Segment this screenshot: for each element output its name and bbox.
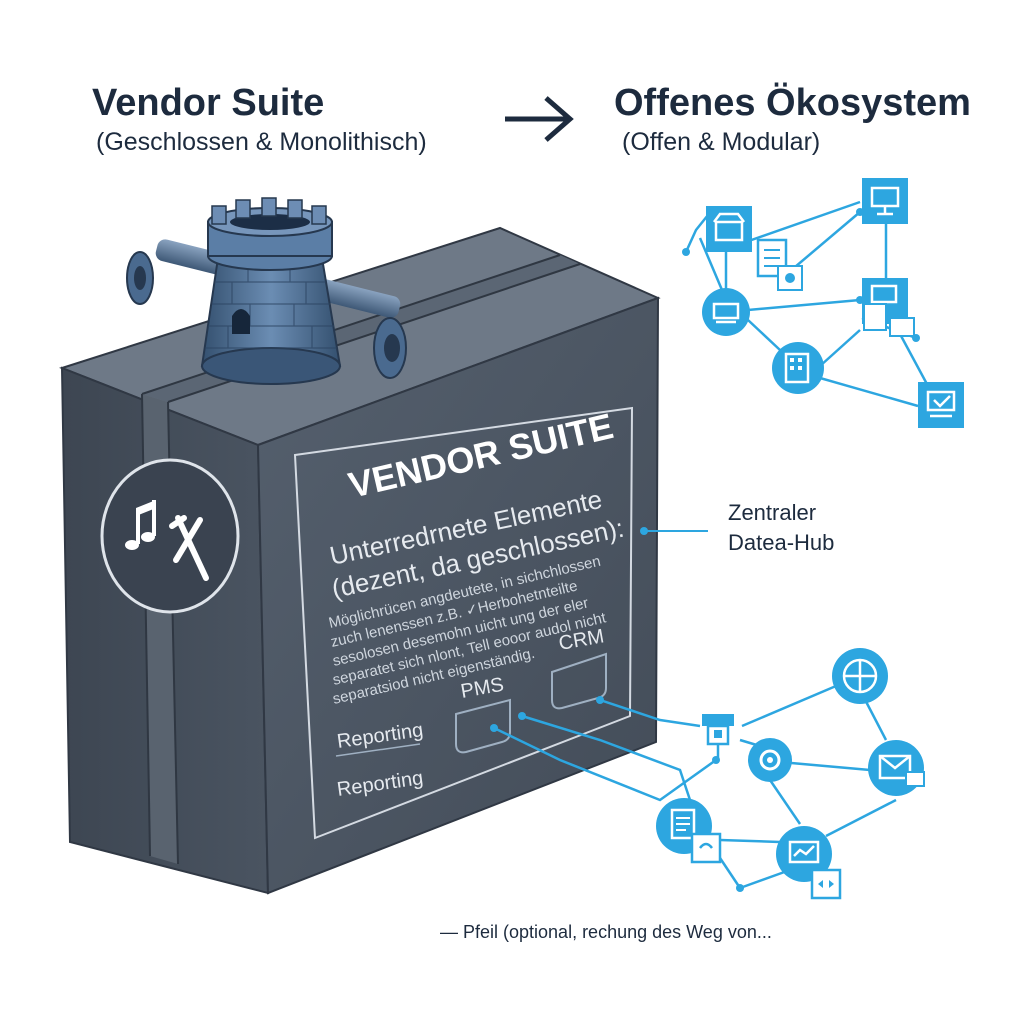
arrow-right-icon [505, 96, 574, 142]
server-icon [702, 714, 734, 746]
hub-label: Zentraler Datea-Hub [728, 498, 888, 558]
ecosystem-network-bottom [490, 648, 925, 900]
right-heading: Offenes Ökosystem [614, 82, 971, 124]
hub-label-line2: Datea-Hub [728, 530, 835, 555]
storefront-icon [706, 206, 752, 252]
server-icon [702, 288, 750, 336]
hub-connector [640, 527, 708, 535]
monitor-icon [862, 178, 908, 224]
chart-icon [776, 826, 842, 900]
box-front-text: VENDOR SUITE Unterredrnete Elemente (dez… [327, 405, 626, 708]
ecosystem-network-top [682, 178, 964, 428]
left-subheading: (Geschlossen & Monolithisch) [96, 128, 427, 156]
monitor-icon [862, 278, 915, 337]
document-icon [656, 798, 722, 864]
box-inner-panel [293, 406, 634, 840]
footnote: — Pfeil (optional, rechung des Weg von..… [440, 922, 772, 942]
monitor-icon [918, 382, 964, 428]
left-heading: Vendor Suite [92, 82, 325, 124]
side-badge [100, 458, 240, 614]
right-subheading: (Offen & Modular) [622, 128, 821, 156]
tools-icon [169, 515, 209, 581]
globe-icon [832, 648, 888, 704]
tower-icon [126, 197, 407, 385]
gear-icon [748, 738, 792, 782]
document-icon [756, 238, 803, 291]
music-note-icon [125, 500, 156, 550]
hub-label-line1: Zentraler [728, 500, 817, 525]
building-icon [772, 342, 824, 394]
module-pms-slot [455, 698, 511, 754]
mail-icon [868, 740, 925, 796]
